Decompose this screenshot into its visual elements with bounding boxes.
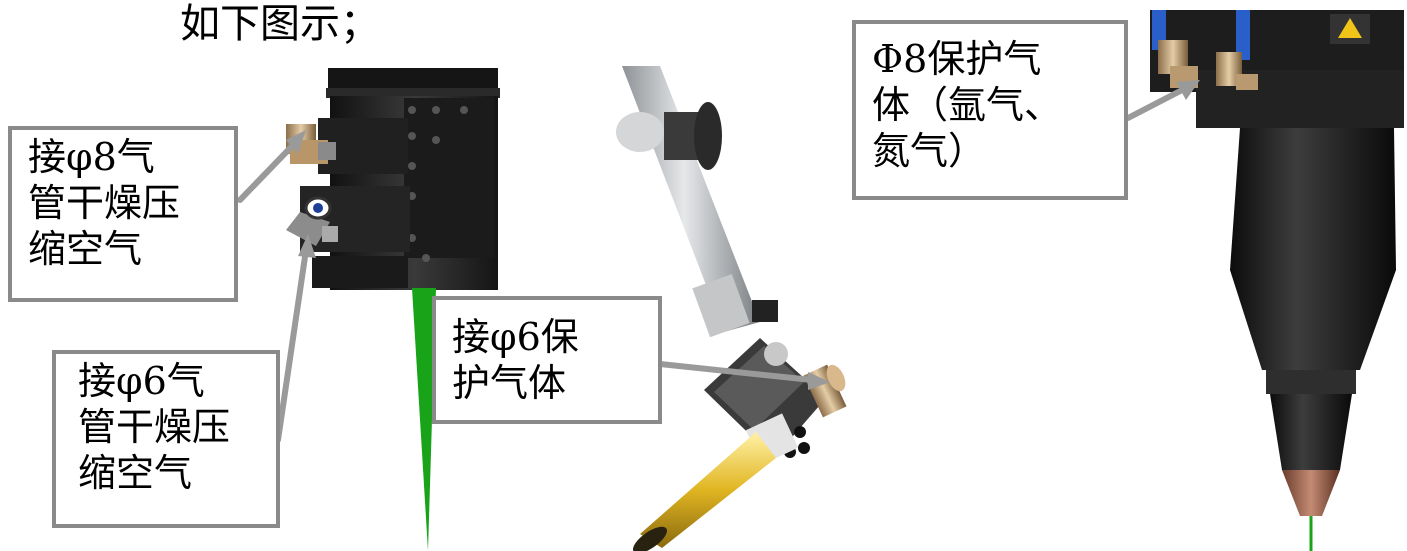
head-collar [326,88,500,98]
callout-line: Φ8保护气 [872,37,1042,81]
nozzle-cone-right [1230,128,1396,370]
blue-hose-right [1236,10,1250,60]
arm-clamp [692,274,750,338]
laser-head-right [1150,10,1404,551]
head-side-plate [404,98,494,258]
callout-line: 缩空气 [78,451,193,495]
callout-line: 接φ6保 [452,315,579,359]
page-heading: 如下图示； [180,1,380,47]
arrow-phi8-air [237,139,299,203]
callout-line: 接φ8气 [28,135,155,179]
block-screw-top [764,342,788,366]
arm-clamp-bolt [752,300,778,322]
callout-line: 接φ6气 [78,359,205,403]
knurled-ring [1266,370,1356,394]
callout-line: 管干燥压 [78,405,231,449]
callout-line: 缩空气 [28,227,143,271]
callout-line: 护气体 [452,361,567,405]
callout-arrows [237,80,1200,443]
copper-tip [1282,470,1340,516]
callout-phi6-air: 接φ6气 管干燥压 缩空气 [52,350,280,528]
gold-nozzle [632,413,799,551]
laser-beam-left [412,288,436,551]
callout-line: 氮气） [872,129,987,173]
laser-head-left [286,68,500,551]
callout-line: 管干燥压 [28,181,181,225]
callout-phi8-shield: Φ8保护气 体（氩气、 氮气） [852,20,1128,200]
head-screws [408,106,468,262]
mount-block-base [312,256,408,288]
arrow-phi6-shield [657,361,815,383]
fitting-phi6-air [286,196,338,246]
laser-warning-icon [1338,18,1362,38]
callout-phi8-air: 接φ8气 管干燥压 缩空气 [8,126,238,302]
callout-line: 体（氩气、 [872,83,1063,127]
arrow-phi6-air [275,247,309,443]
arm-rod [622,66,760,332]
arrow-phi8-shield [1125,85,1189,121]
nozzle-lower [1270,394,1352,470]
callout-phi6-shield: 接φ6保 护气体 [432,296,662,424]
arm-knob [616,102,722,170]
head-top-ring [328,68,498,90]
